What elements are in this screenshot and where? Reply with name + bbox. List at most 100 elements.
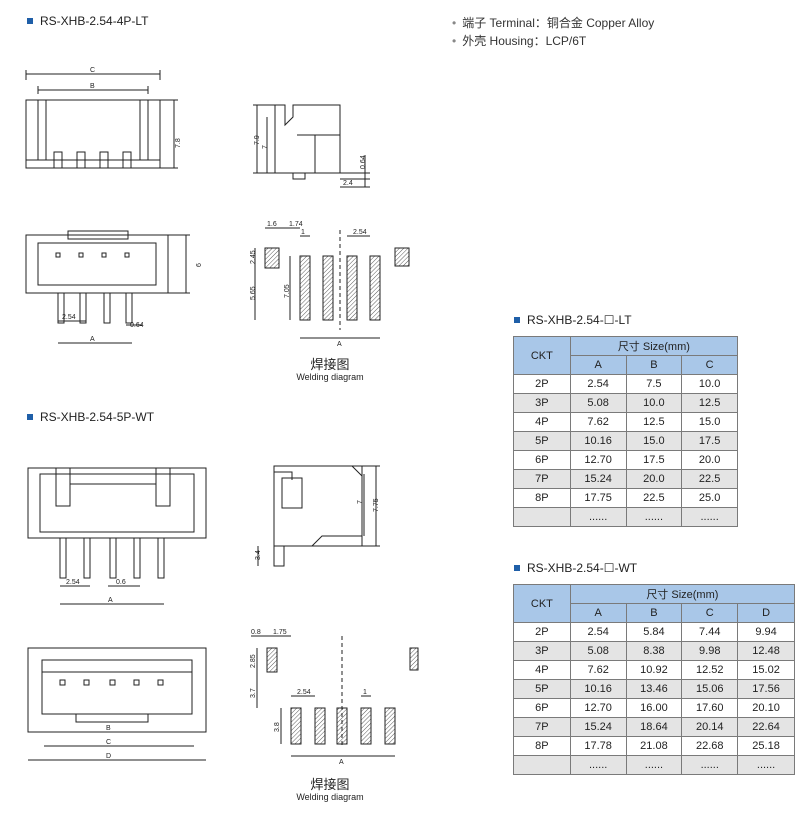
size-cell: 22.5 [625, 488, 683, 508]
column-header: A [569, 603, 627, 623]
size-cell: 2.54 [569, 622, 627, 642]
size-cell: 15.0 [681, 412, 738, 432]
size-cell: 2.54 [569, 374, 627, 394]
ckt-cell: 5P [513, 679, 571, 699]
dim-height-label: 7.8 [175, 138, 182, 148]
size-cell: ...... [681, 507, 738, 527]
size-cell: 10.0 [681, 374, 738, 394]
bullet-icon [27, 414, 33, 420]
dim-b-label: B [106, 725, 111, 732]
ckt-cell: 8P [513, 736, 571, 756]
size-cell: 9.94 [737, 622, 795, 642]
size-cell: 8.38 [625, 641, 683, 661]
size-cell: 21.08 [625, 736, 683, 756]
size-cell: 7.5 [625, 374, 683, 394]
lt-front-view-drawing: 6 2.54 0.64 A [25, 230, 203, 344]
dim-775-label: 7.75 [373, 498, 380, 512]
size-cell: 12.52 [681, 660, 739, 680]
size-cell: 5.84 [625, 622, 683, 642]
ckt-cell: 3P [513, 641, 571, 661]
size-cell: 15.0 [625, 431, 683, 451]
column-header: D [737, 603, 795, 623]
size-cell: 20.14 [681, 717, 739, 737]
size-cell: 17.5 [625, 450, 683, 470]
dim-08-label: 0.8 [251, 629, 261, 636]
size-cell: 17.56 [737, 679, 795, 699]
size-cell: 15.02 [737, 660, 795, 680]
dim-6-label: 6 [196, 263, 203, 267]
ckt-cell: 6P [513, 450, 571, 470]
ckt-cell [513, 755, 571, 775]
ckt-cell: 4P [513, 412, 571, 432]
dot-icon: • [452, 16, 457, 30]
dim-79-label: 7.9 [254, 135, 261, 145]
dim-d-label: D [106, 753, 111, 760]
size-cell: 20.0 [625, 469, 683, 489]
size-cell: 7.62 [569, 660, 627, 680]
dim-254-label: 2.54 [297, 689, 311, 696]
dim-705-label: 7.05 [284, 284, 291, 298]
dim-254-label: 2.54 [353, 229, 367, 236]
wt-side-view-drawing: 7 7.75 3.4 [255, 465, 380, 567]
column-header: C [681, 603, 739, 623]
size-cell: 22.5 [681, 469, 738, 489]
size-cell: 15.24 [569, 469, 627, 489]
size-cell: 25.18 [737, 736, 795, 756]
dot-icon: • [452, 34, 457, 48]
size-cell: 22.68 [681, 736, 739, 756]
dim-064-label: 0.64 [130, 322, 144, 329]
dim-174-label: 1.74 [289, 221, 303, 228]
wt-welding-diagram: 0.8 1.75 2.54 1 2.85 3.7 3.8 A [250, 629, 419, 766]
wt-front-view-drawing: 2.54 0.6 A [27, 467, 207, 605]
dim-c-label: C [106, 739, 111, 746]
dim-175-label: 1.75 [273, 629, 287, 636]
dim-1-label: 1 [363, 689, 367, 696]
size-cell: 20.10 [737, 698, 795, 718]
spec-terminal: •端子 Terminal：铜合金 Copper Alloy [452, 16, 655, 30]
size-cell: ...... [681, 755, 739, 775]
wt-bottom-view-drawing: B C D [27, 647, 207, 761]
size-cell: 10.16 [569, 679, 627, 699]
ckt-cell: 7P [513, 717, 571, 737]
size-cell: 17.60 [681, 698, 739, 718]
size-cell: 7.44 [681, 622, 739, 642]
ckt-cell: 5P [513, 431, 571, 451]
dim-37-label: 3.7 [250, 688, 257, 698]
ckt-cell: 4P [513, 660, 571, 680]
size-cell: ...... [625, 755, 683, 775]
table-row: ........................ [513, 755, 795, 775]
size-cell: ...... [625, 507, 683, 527]
dim-24-label: 2.4 [343, 180, 353, 187]
bullet-icon [27, 18, 33, 24]
size-cell: 5.08 [569, 641, 627, 661]
size-cell: 10.16 [569, 431, 627, 451]
size-cell: 22.64 [737, 717, 795, 737]
size-cell: 12.5 [681, 393, 738, 413]
dim-06-label: 0.6 [116, 579, 126, 586]
dim-38-label: 3.8 [274, 722, 281, 732]
size-cell: 13.46 [625, 679, 683, 699]
size-cell: 15.06 [681, 679, 739, 699]
size-cell: ...... [737, 755, 795, 775]
size-cell: 17.75 [569, 488, 627, 508]
table-row: .................. [513, 507, 738, 527]
section-title-lt: RS-XHB-2.54-4P-LT [27, 14, 148, 28]
lt-welding-diagram: 1.6 1.74 1 2.54 2.45 5.65 7.05 A [250, 221, 410, 348]
lt-top-view-drawing: C B 7.8 [25, 67, 182, 169]
size-cell: 12.70 [569, 450, 627, 470]
size-cell: 17.78 [569, 736, 627, 756]
